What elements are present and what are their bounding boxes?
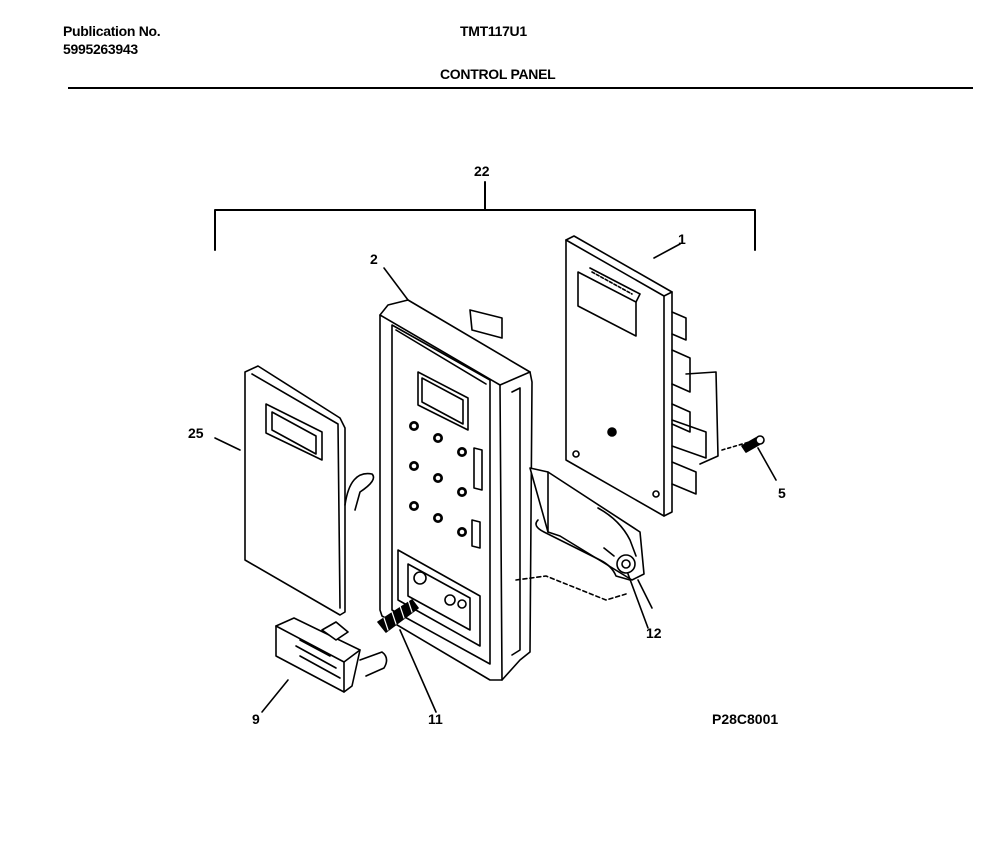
door-button: [261, 617, 388, 713]
spring: [377, 599, 437, 713]
control-panel-housing: [379, 299, 533, 681]
overlay-panel: [214, 365, 375, 616]
assembly-bracket: [214, 181, 756, 251]
header-rule: [68, 87, 973, 89]
figure-id: P28C8001: [712, 711, 778, 727]
callout-9: 9: [252, 711, 260, 727]
publication-label: Publication No.: [63, 23, 161, 39]
screw: [721, 435, 777, 481]
latch-lever: [515, 467, 649, 629]
section-title: CONTROL PANEL: [440, 66, 556, 82]
publication-number: 5995263943: [63, 41, 138, 57]
callout-22: 22: [474, 163, 490, 179]
callout-2: 2: [370, 251, 378, 267]
callout-5: 5: [778, 485, 786, 501]
model-number: TMT117U1: [460, 23, 527, 39]
callout-1: 1: [678, 231, 686, 247]
control-board: [565, 235, 719, 517]
callout-25: 25: [188, 425, 204, 441]
callout-11: 11: [428, 711, 443, 727]
callout-12: 12: [646, 625, 662, 641]
